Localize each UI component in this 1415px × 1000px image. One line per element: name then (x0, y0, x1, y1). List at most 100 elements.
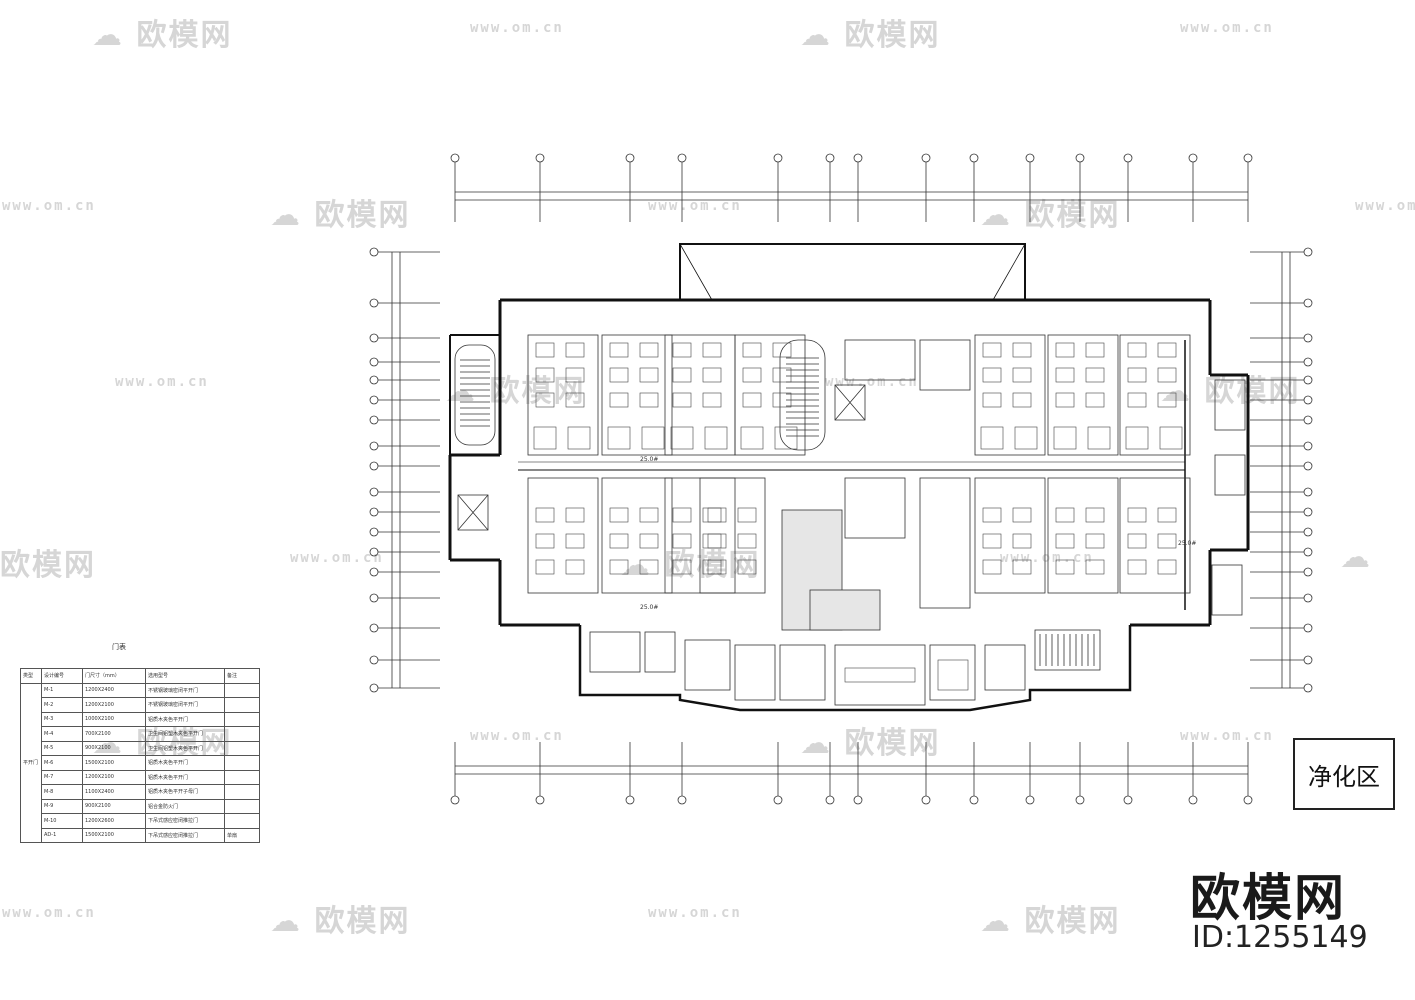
axis-bubble (625, 795, 635, 805)
axis-bubble (450, 795, 460, 805)
door-cell-code: M-2 (41, 697, 83, 713)
bed (565, 507, 585, 523)
bed (702, 559, 722, 575)
room (1119, 334, 1191, 456)
door-cell-model: 不锈钢玻璃密闭平开门 (145, 697, 225, 713)
door-cell-code: AD-1 (41, 827, 83, 843)
axis-bubble (969, 795, 979, 805)
axis-bubble (1075, 153, 1085, 163)
bed (672, 533, 692, 549)
axis-bubble (773, 153, 783, 163)
stairwell (1034, 629, 1101, 671)
bed (982, 392, 1002, 408)
door-category-cell: 平开门 (20, 682, 42, 843)
bed (535, 533, 555, 549)
door-cell-note (224, 784, 260, 800)
axis-bubble (921, 153, 931, 163)
axis-bubble (369, 593, 379, 603)
bed (1055, 533, 1075, 549)
axis-bubble (369, 333, 379, 343)
bed (1012, 507, 1032, 523)
bed (1012, 533, 1032, 549)
bed (1085, 392, 1105, 408)
axis-bubble (1303, 375, 1313, 385)
bed (702, 392, 722, 408)
room (644, 631, 676, 673)
axis-bubble (369, 655, 379, 665)
axis-bubble (1303, 333, 1313, 343)
wall (578, 625, 1132, 712)
axis-bubble (1303, 487, 1313, 497)
door-cell-code: M-3 (41, 711, 83, 727)
room (844, 477, 906, 539)
bed (1055, 367, 1075, 383)
bed (672, 559, 692, 575)
axis-bubble (369, 298, 379, 308)
bed (1127, 559, 1147, 575)
door-cell-note (224, 740, 260, 756)
bathroom (740, 426, 764, 450)
axis-bubble (969, 153, 979, 163)
bed (1157, 342, 1177, 358)
door-header-model: 选用型号 (145, 668, 225, 684)
bed (535, 367, 555, 383)
bathroom (1087, 426, 1111, 450)
door-cell-code: M-1 (41, 682, 83, 698)
wall (679, 243, 1026, 301)
door-cell-model: 下吊式感应密闭推拉门 (145, 827, 225, 843)
brand-name: 欧模网 (1190, 869, 1346, 927)
bed (535, 507, 555, 523)
plan-height-right-label: 25.0# (1178, 540, 1197, 547)
bed (702, 367, 722, 383)
bed (1085, 507, 1105, 523)
axis-bubble (369, 487, 379, 497)
axis-bubble (1303, 461, 1313, 471)
axis-bubble (1303, 441, 1313, 451)
axis-bubble (677, 795, 687, 805)
door-table-header: 类型 设计编号 门尺寸（mm） 选用型号 备注 (20, 668, 260, 684)
axis-bubble (369, 461, 379, 471)
door-cell-size: 900X2100 (82, 740, 146, 756)
bathroom (1014, 426, 1038, 450)
bed (565, 533, 585, 549)
room (844, 339, 916, 381)
axis-bubble (921, 795, 931, 805)
door-cell-size: 1200X2100 (82, 769, 146, 785)
axis-bubble (1123, 153, 1133, 163)
room (734, 334, 806, 456)
bathroom (1159, 426, 1183, 450)
clean-zone-label: 净化区 (1293, 738, 1395, 810)
door-cell-size: 1200X2400 (82, 682, 146, 698)
meeting-table (844, 667, 916, 683)
bed (639, 559, 659, 575)
bed (772, 392, 792, 408)
door-cell-size: 1200X2100 (82, 697, 146, 713)
door-cell-model: 铝质木夹色平开门 (145, 755, 225, 771)
wall (449, 334, 500, 455)
bed (639, 507, 659, 523)
door-cell-model: 铝质木夹色平开门 (145, 769, 225, 785)
room (601, 334, 673, 456)
axis-bubble (369, 357, 379, 367)
elevator (457, 494, 489, 531)
axis-bubble (369, 507, 379, 517)
bed (639, 367, 659, 383)
bed (1157, 392, 1177, 408)
bed (702, 507, 722, 523)
axis-bubble (625, 153, 635, 163)
bed (742, 342, 762, 358)
axis-bubble (1303, 415, 1313, 425)
bed (1127, 367, 1147, 383)
door-cell-size: 900X2100 (82, 798, 146, 814)
door-cell-size: 1500X2100 (82, 827, 146, 843)
bathroom (533, 426, 557, 450)
stairwell (454, 344, 496, 446)
axis-bubble (1025, 153, 1035, 163)
bed (742, 392, 762, 408)
axis-grid (369, 153, 1313, 805)
